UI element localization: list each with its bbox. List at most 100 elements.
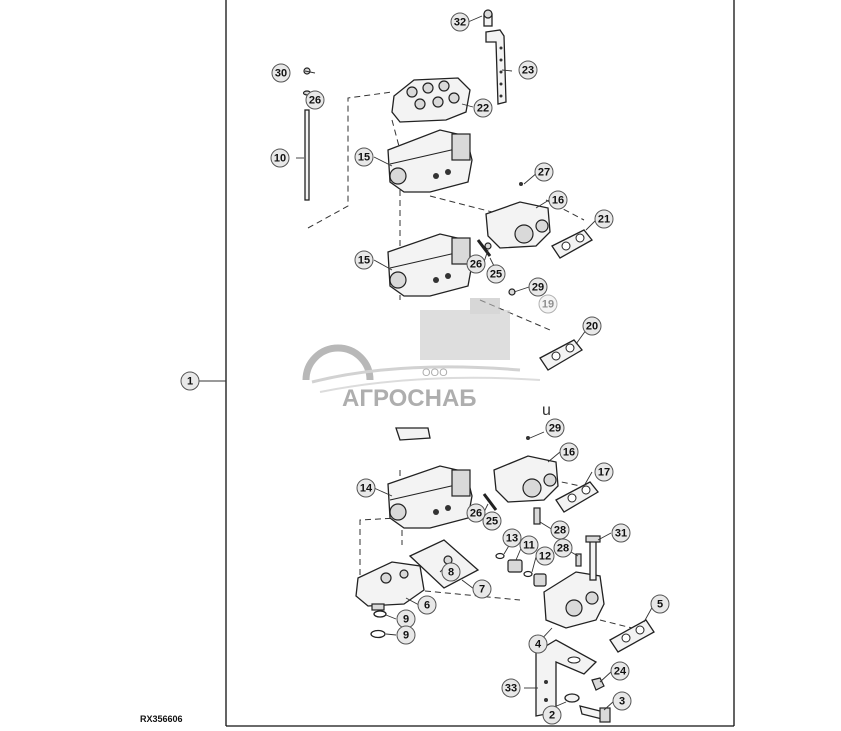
callout-circle	[545, 418, 565, 438]
callout-c30: 30	[271, 63, 291, 83]
callout-c26a: 26	[305, 90, 325, 110]
callout-label: 4	[535, 639, 542, 651]
inlet-cover-part-6	[355, 561, 425, 611]
washer-part-2	[564, 693, 580, 703]
callout-label: 10	[274, 153, 286, 165]
callout-c12: 12	[535, 546, 555, 566]
callout-c11: 11	[519, 535, 539, 555]
callout-label: 11	[523, 540, 535, 552]
callout-circle	[611, 523, 631, 543]
watermark-prefix: ООО	[422, 367, 448, 379]
callout-label: 3	[619, 696, 625, 708]
callout-c28b: 28	[553, 538, 573, 558]
callout-circle	[538, 294, 558, 314]
valve-section-14	[387, 465, 473, 529]
callout-circle	[486, 264, 506, 284]
callout-label: 12	[539, 551, 551, 563]
mounting-bracket-part-33	[535, 639, 598, 717]
callout-label: 7	[479, 584, 485, 596]
bolt-part-3	[579, 705, 611, 723]
callout-circle	[528, 277, 548, 297]
callout-c33: 33	[501, 678, 521, 698]
callout-label: 29	[549, 423, 561, 435]
callout-c25a: 25	[486, 264, 506, 284]
callout-circle	[559, 442, 579, 462]
callout-c22: 22	[473, 98, 493, 118]
callout-label: 16	[563, 447, 575, 459]
tie-rod-part-10	[302, 67, 312, 201]
callout-label: 24	[614, 666, 627, 678]
gasket-part-20	[539, 339, 583, 371]
gasket-part-21	[551, 229, 593, 259]
callout-label: 26	[470, 259, 482, 271]
callout-label: 14	[360, 483, 373, 495]
callout-c2: 2	[542, 705, 562, 725]
callout-circle	[180, 371, 200, 391]
callout-label: 16	[552, 195, 564, 207]
callout-label: 9	[403, 614, 409, 626]
callout-circle	[582, 316, 602, 336]
callout-circle	[396, 625, 416, 645]
callout-c21: 21	[594, 209, 614, 229]
work-port-16-upper	[485, 182, 551, 249]
o-ring-part-9-upper	[373, 610, 387, 618]
work-port-16-lower	[493, 436, 559, 503]
callout-c10: 10	[270, 148, 290, 168]
callout-c9b: 9	[396, 625, 416, 645]
callout-circle	[356, 478, 376, 498]
valve-section-15-lower	[387, 233, 473, 297]
callout-circle	[472, 579, 492, 599]
callout-circle	[270, 148, 290, 168]
callout-label: 13	[506, 533, 518, 545]
valve-section-15-upper	[387, 129, 473, 193]
callout-circle	[610, 661, 630, 681]
callout-circle	[650, 594, 670, 614]
callout-layer: 1234567899101112131415151616171920212223…	[180, 12, 670, 725]
diagram-frame	[225, 0, 735, 727]
callout-label: 29	[532, 282, 544, 294]
callout-label: 21	[598, 214, 610, 226]
callout-c31: 31	[611, 523, 631, 543]
callout-c16a: 16	[548, 190, 568, 210]
callout-circle	[528, 634, 548, 654]
callout-c20: 20	[582, 316, 602, 336]
callout-circle	[519, 535, 539, 555]
callout-label: 8	[448, 567, 454, 579]
callout-c23: 23	[518, 60, 538, 80]
callout-label: 15	[358, 152, 370, 164]
callout-label: 5	[657, 599, 663, 611]
callout-c29a: 29	[528, 277, 548, 297]
callout-circle	[553, 538, 573, 558]
callout-circle	[466, 503, 486, 523]
callout-c25b: 25	[482, 511, 502, 531]
callout-circle	[417, 595, 437, 615]
callout-circle	[594, 209, 614, 229]
callout-circle	[612, 691, 632, 711]
inlet-section-part-4	[543, 535, 605, 629]
callout-c27: 27	[534, 162, 554, 182]
callout-c1: 1	[180, 371, 200, 391]
callout-circle	[534, 162, 554, 182]
callout-label: 15	[358, 255, 370, 267]
callout-circle	[502, 528, 522, 548]
stray-mark: u	[542, 402, 551, 419]
callout-label: 28	[557, 543, 569, 555]
bracket-part-23	[483, 9, 507, 105]
valve-remnant	[395, 427, 431, 441]
callout-circle	[535, 546, 555, 566]
callout-c13: 13	[502, 528, 522, 548]
callout-c24: 24	[610, 661, 630, 681]
callout-circle	[441, 562, 461, 582]
callout-c4: 4	[528, 634, 548, 654]
callout-circle	[542, 705, 562, 725]
callout-c29b: 29	[545, 418, 565, 438]
callout-label: 30	[275, 68, 287, 80]
pins-upper	[476, 239, 516, 296]
callout-circle	[548, 190, 568, 210]
gasket-part-5	[609, 619, 655, 653]
callout-label: 17	[598, 467, 610, 479]
callout-circle	[473, 98, 493, 118]
callout-label: 28	[554, 525, 566, 537]
callout-c8: 8	[441, 562, 461, 582]
callout-c15a: 15	[354, 147, 374, 167]
